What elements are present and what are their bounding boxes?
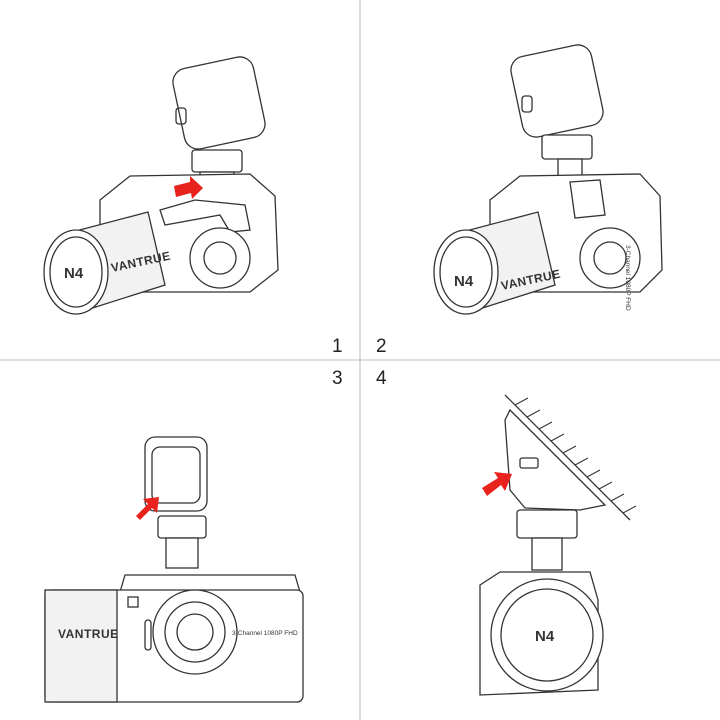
windshield <box>504 394 631 521</box>
mount-pad <box>144 436 208 512</box>
brand-logo: VANTRUE <box>58 627 119 641</box>
model-label: N4 <box>454 273 474 290</box>
step-number-2: 2 <box>376 336 387 357</box>
panel-2-camera-side-view: 3-Channel 1080P FHD N4 VANTRUE <box>433 44 663 315</box>
mount-ball-joint <box>191 149 243 173</box>
mount-pad <box>510 44 604 138</box>
panel-3-camera-front-view: 3-Channel 1080P FHD VANTRUE <box>44 436 304 703</box>
mount-pad <box>504 408 607 511</box>
panel-4-mounted-on-windshield: N4 <box>479 394 637 696</box>
lens-barrel <box>44 589 118 703</box>
red-arrow-icon <box>482 472 512 496</box>
model-label: N4 <box>64 265 84 282</box>
front-lens <box>43 229 109 315</box>
front-lens <box>490 578 604 692</box>
panel-1-camera-side-view: N4 VANTRUE <box>43 56 279 315</box>
red-arrow-icon <box>136 497 159 520</box>
red-arrow-icon <box>174 176 203 199</box>
step-number-3: 3 <box>332 368 343 389</box>
spec-label: 3-Channel 1080P FHD <box>624 245 631 311</box>
mount-ball-joint <box>541 134 593 160</box>
front-lens <box>433 229 499 315</box>
mount-pad <box>172 56 266 150</box>
spec-label: 3-Channel 1080P FHD <box>232 630 298 637</box>
mount-ball-joint <box>157 515 207 539</box>
model-label: N4 <box>535 628 555 645</box>
step-number-4: 4 <box>376 368 387 389</box>
step-number-1: 1 <box>332 336 343 357</box>
mount-ball-joint <box>516 509 578 539</box>
